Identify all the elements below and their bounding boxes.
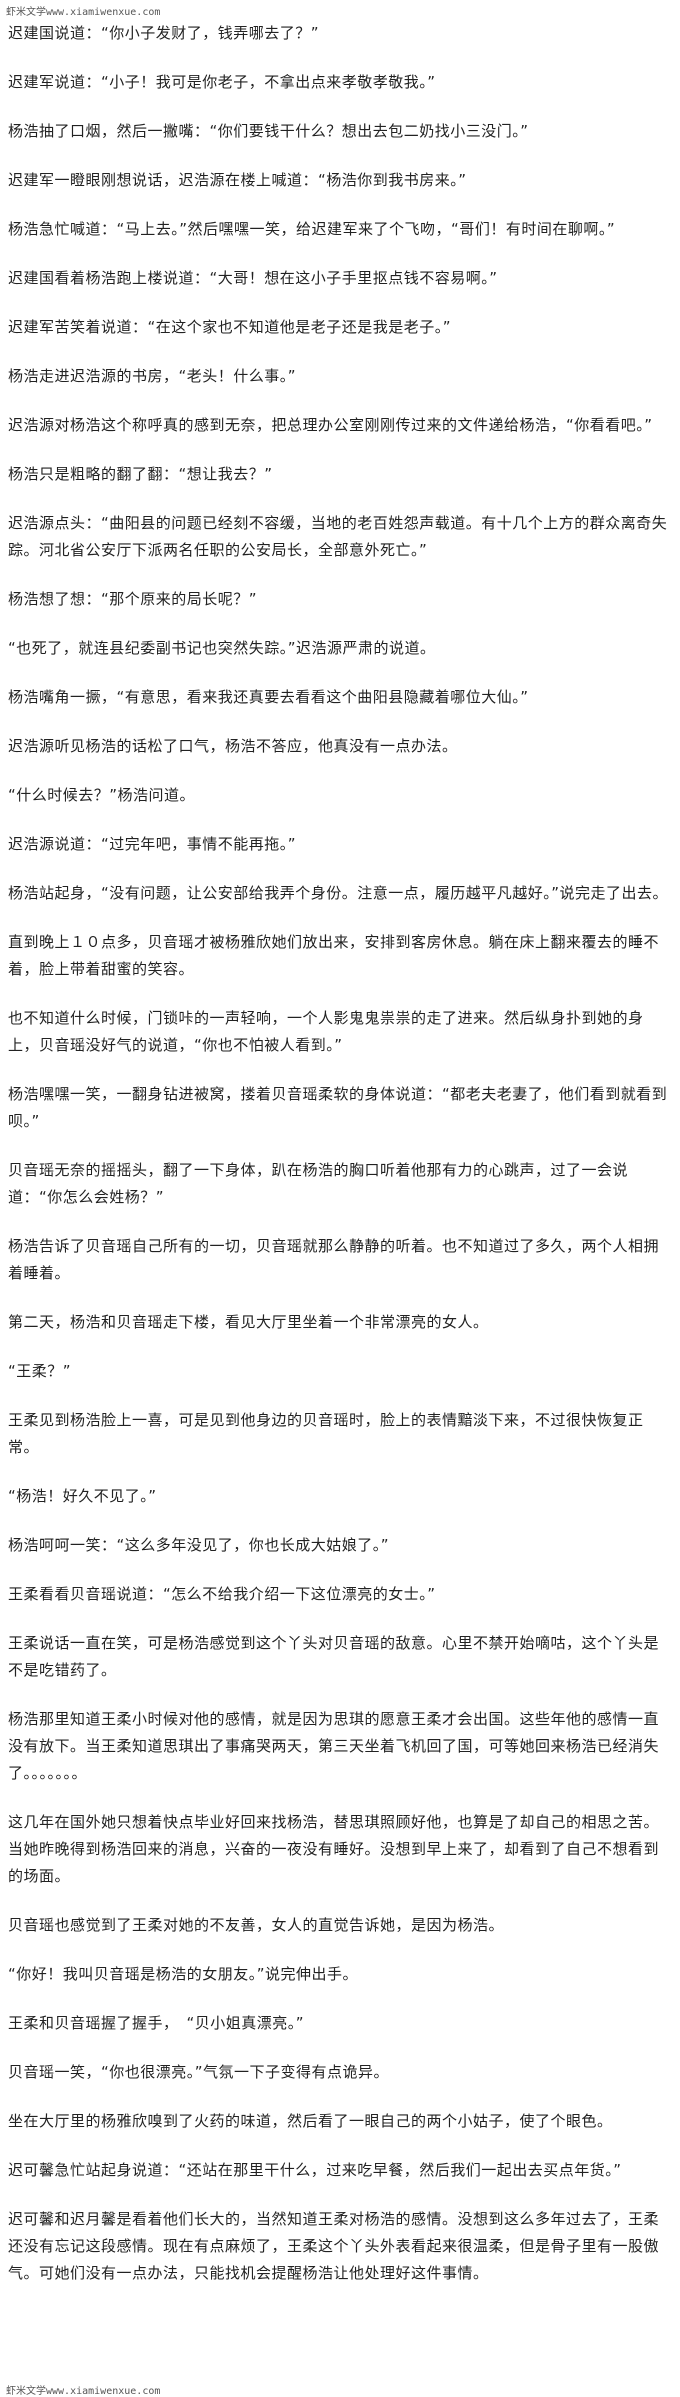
paragraph: 贝音瑶无奈的摇摇头，翻了一下身体，趴在杨浩的胸口听着他那有力的心跳声，过了一会说…	[8, 1161, 629, 1206]
paragraph: 迟可馨急忙站起身说道：“还站在那里干什么，过来吃早餐，然后我们一起出去买点年货。…	[8, 2161, 622, 2179]
paragraph: 迟浩源对杨浩这个称呼真的感到无奈，把总理办公室刚刚传过来的文件递给杨浩，“你看看…	[8, 416, 653, 434]
paragraph: 迟建军一瞪眼刚想说话，迟浩源在楼上喊道：“杨浩你到我书房来。”	[8, 171, 467, 189]
paragraph: 第二天，杨浩和贝音瑶走下楼，看见大厅里坐着一个非常漂亮的女人。	[8, 1313, 489, 1331]
paragraph: 迟浩源说道：“过完年吧，事情不能再拖。”	[8, 835, 297, 853]
paragraph: 杨浩抽了口烟，然后一撇嘴：“你们要钱干什么？想出去包二奶找小三没门。”	[8, 122, 529, 140]
paragraph: “你好！我叫贝音瑶是杨浩的女朋友。”说完伸出手。	[8, 1965, 359, 1983]
paragraph: 这几年在国外她只想着快点毕业好回来找杨浩，替思琪照顾好他，也算是了却自己的相思之…	[8, 1813, 660, 1885]
paragraph: 王柔和贝音瑶握了握手， “贝小姐真漂亮。”	[8, 2014, 305, 2032]
paragraph: “什么时候去？”杨浩问道。	[8, 786, 196, 804]
paragraph: 杨浩呵呵一笑：“这么多年没见了，你也长成大姑娘了。”	[8, 1536, 390, 1554]
paragraph: 杨浩走进迟浩源的书房，“老头！什么事。”	[8, 367, 297, 385]
paragraph: 王柔见到杨浩脸上一喜，可是见到他身边的贝音瑶时，脸上的表情黯淡下来，不过很快恢复…	[8, 1411, 644, 1456]
paragraph: 迟浩源听见杨浩的话松了口气，杨浩不答应，他真没有一点办法。	[8, 737, 458, 755]
paragraph: 杨浩告诉了贝音瑶自己所有的一切，贝音瑶就那么静静的听着。也不知道过了多久，两个人…	[8, 1237, 660, 1282]
paragraph: 迟建军说道：“小子！我可是你老子，不拿出点来孝敬孝敬我。”	[8, 73, 436, 91]
paragraph: 迟浩源点头：“曲阳县的问题已经刻不容缓，当地的老百姓怨声载道。有十几个上方的群众…	[8, 514, 668, 559]
watermark-top: 虾米文学www.xiamiwenxue.com	[6, 7, 161, 18]
paragraph: 杨浩嘴角一撅，“有意思，看来我还真要去看看这个曲阳县隐藏着哪位大仙。”	[8, 688, 529, 706]
paragraph: 杨浩那里知道王柔小时候对他的感情，就是因为思琪的愿意王柔才会出国。这些年他的感情…	[8, 1710, 660, 1782]
paragraph: 杨浩急忙喊道：“马上去。”然后嘿嘿一笑，给迟建军来了个飞吻，“哥们！有时间在聊啊…	[8, 220, 616, 238]
watermark-bottom: 虾米文学www.xiamiwenxue.com	[6, 2386, 161, 2397]
paragraph: 迟可馨和迟月馨是看着他们长大的，当然知道王柔对杨浩的感情。没想到这么多年过去了，…	[8, 2210, 660, 2282]
paragraph: “王柔？”	[8, 1362, 72, 1380]
article-body: 迟建国说道：“你小子发财了，钱弄哪去了？” 迟建军说道：“小子！我可是你老子，不…	[8, 20, 672, 2309]
paragraph: “杨浩！好久不见了。”	[8, 1487, 157, 1505]
paragraph: 直到晚上１０点多，贝音瑶才被杨雅欣她们放出来，安排到客房休息。躺在床上翻来覆去的…	[8, 933, 660, 978]
paragraph: 也不知道什么时候，门锁咔的一声轻响，一个人影鬼鬼祟祟的走了进来。然后纵身扑到她的…	[8, 1009, 644, 1054]
paragraph: 迟建国看着杨浩跑上楼说道：“大哥！想在这小子手里抠点钱不容易啊。”	[8, 269, 498, 287]
paragraph: 迟建军苦笑着说道：“在这个家也不知道他是老子还是我是老子。”	[8, 318, 452, 336]
paragraph: 杨浩嘿嘿一笑，一翻身钻进被窝，搂着贝音瑶柔软的身体说道：“都老夫老妻了，他们看到…	[8, 1085, 668, 1130]
paragraph: 杨浩只是粗略的翻了翻：“想让我去？”	[8, 465, 273, 483]
paragraph: 迟建国说道：“你小子发财了，钱弄哪去了？”	[8, 24, 320, 42]
paragraph: 王柔看看贝音瑶说道：“怎么不给我介绍一下这位漂亮的女士。”	[8, 1585, 436, 1603]
paragraph: 杨浩站起身，“没有问题，让公安部给我弄个身份。注意一点，履历越平凡越好。”说完走…	[8, 884, 669, 902]
paragraph: 王柔说话一直在笑，可是杨浩感觉到这个丫头对贝音瑶的敌意。心里不禁开始嘀咕，这个丫…	[8, 1634, 660, 1679]
paragraph: 坐在大厅里的杨雅欣嗅到了火药的味道，然后看了一眼自己的两个小姑子，使了个眼色。	[8, 2112, 613, 2130]
paragraph: 贝音瑶也感觉到了王柔对她的不友善，女人的直觉告诉她，是因为杨浩。	[8, 1916, 505, 1934]
paragraph: 贝音瑶一笑，“你也很漂亮。”气氛一下子变得有点诡异。	[8, 2063, 390, 2081]
paragraph: “也死了，就连县纪委副书记也突然失踪。”迟浩源严肃的说道。	[8, 639, 436, 657]
paragraph: 杨浩想了想：“那个原来的局长呢？”	[8, 590, 258, 608]
